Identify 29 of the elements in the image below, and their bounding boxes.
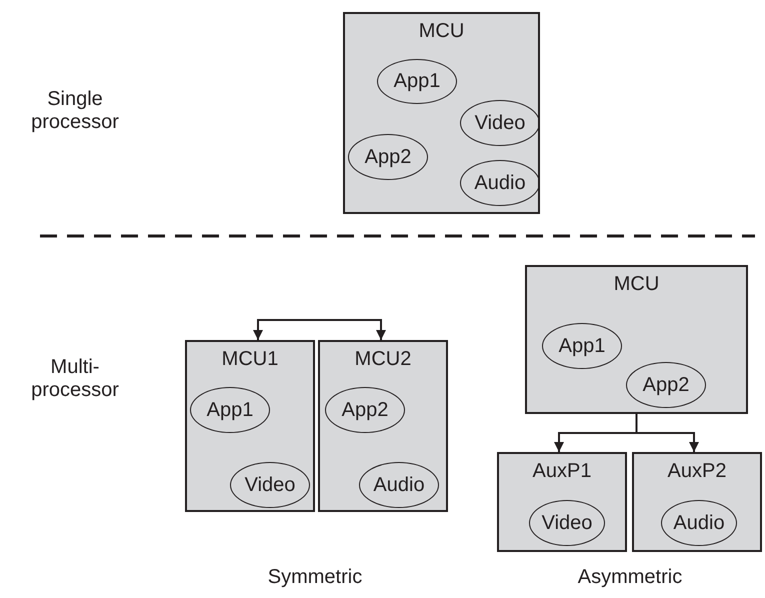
arrow (253, 319, 386, 340)
task-ellipse: App2 (325, 387, 405, 433)
task-ellipse: Video (460, 100, 540, 146)
column-label: Symmetric (266, 566, 364, 589)
row-label: Single processor (30, 88, 120, 134)
processor-box (632, 452, 762, 552)
task-ellipse: Video (529, 500, 605, 546)
task-ellipse: Audio (460, 160, 540, 206)
processor-name: MCU1 (220, 348, 280, 371)
processor-box (318, 340, 448, 512)
processor-name: MCU2 (354, 348, 412, 371)
task-ellipse: Audio (661, 500, 737, 546)
column-label: Asymmetric (576, 566, 684, 589)
processor-box (343, 12, 540, 214)
task-ellipse: App1 (190, 387, 270, 433)
processor-box (497, 452, 627, 552)
task-ellipse: Audio (359, 462, 439, 508)
task-ellipse: App1 (377, 59, 457, 104)
task-ellipse: App2 (626, 362, 706, 408)
row-label: Multi-processor (30, 356, 120, 402)
processor-name: AuxP1 (532, 460, 592, 483)
processor-box (525, 265, 748, 414)
processor-name: MCU (612, 273, 660, 296)
task-ellipse: Video (230, 462, 310, 508)
processor-name: AuxP2 (666, 460, 728, 483)
task-ellipse: App1 (542, 323, 622, 369)
task-ellipse: App2 (348, 134, 428, 180)
processor-box (185, 340, 315, 512)
processor-name: MCU (418, 20, 466, 43)
